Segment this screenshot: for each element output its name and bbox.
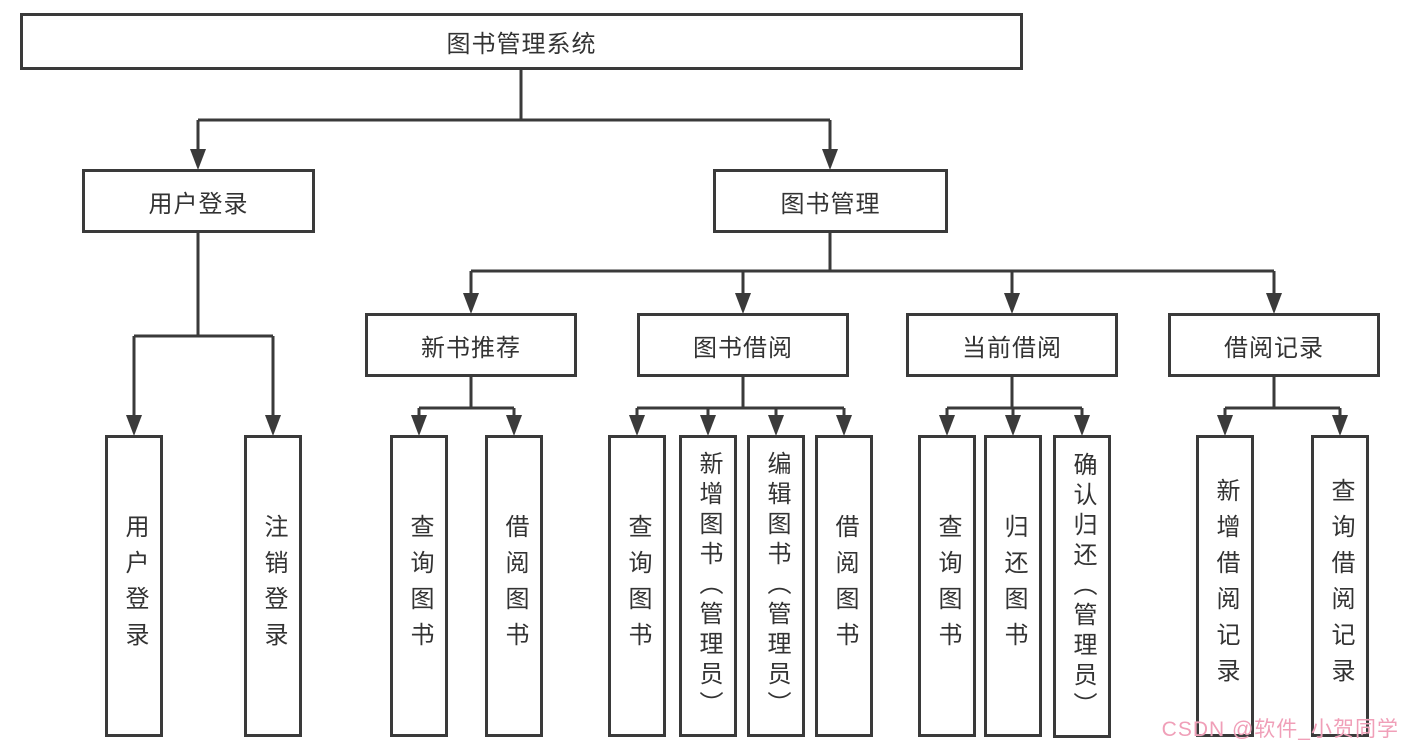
node-new-book-recommendation: 新书推荐	[365, 313, 577, 377]
leaf-borrow-books: 借阅图书	[815, 435, 873, 737]
node-root-book-management-system: 图书管理系统	[20, 13, 1023, 70]
leaf-query-books-recommend: 查询图书	[390, 435, 448, 737]
leaf-query-books-borrow: 查询图书	[608, 435, 666, 737]
node-label: 注销登录	[260, 514, 287, 658]
node-label: 新增借阅记录	[1212, 478, 1239, 694]
leaf-confirm-return-admin: 确认归还（管理员）	[1053, 435, 1111, 738]
node-label: 当前借阅	[962, 334, 1062, 362]
node-label: 查询图书	[406, 514, 433, 658]
leaf-add-books-admin: 新增图书（管理员）	[679, 435, 737, 737]
leaf-add-borrow-record: 新增借阅记录	[1196, 435, 1254, 737]
leaf-user-login: 用户登录	[105, 435, 163, 737]
node-label: 借阅图书	[501, 514, 528, 658]
node-user-login: 用户登录	[82, 169, 315, 233]
leaf-logout: 注销登录	[244, 435, 302, 737]
leaf-query-books-current: 查询图书	[918, 435, 976, 737]
node-label: 查询借阅记录	[1327, 478, 1354, 694]
node-label: 图书管理系统	[446, 31, 597, 58]
node-label: 查询图书	[624, 514, 651, 658]
node-current-borrowing: 当前借阅	[906, 313, 1118, 377]
leaf-return-books: 归还图书	[984, 435, 1042, 737]
node-label: 查询图书	[934, 514, 961, 658]
node-label: 确认归还（管理员）	[1069, 451, 1096, 722]
leaf-borrow-books-recommend: 借阅图书	[485, 435, 543, 737]
node-book-borrowing: 图书借阅	[637, 313, 849, 377]
csdn-watermark: CSDN @软件_小贺同学	[1161, 718, 1399, 741]
node-borrowing-records: 借阅记录	[1168, 313, 1380, 377]
node-label: 借阅图书	[831, 514, 858, 658]
node-label: 图书管理	[780, 190, 881, 218]
node-label: 借阅记录	[1224, 334, 1324, 362]
node-label: 新增图书（管理员）	[695, 451, 722, 721]
node-book-management: 图书管理	[713, 169, 948, 233]
node-label: 用户登录	[121, 514, 148, 658]
leaf-edit-books-admin: 编辑图书（管理员）	[747, 435, 805, 737]
node-label: 图书借阅	[693, 334, 793, 362]
leaf-query-borrow-record: 查询借阅记录	[1311, 435, 1369, 737]
node-label: 用户登录	[148, 190, 249, 218]
arrowheads	[126, 149, 1348, 436]
node-label: 新书推荐	[421, 334, 521, 362]
node-label: 归还图书	[1000, 514, 1027, 658]
node-label: 编辑图书（管理员）	[763, 451, 790, 721]
